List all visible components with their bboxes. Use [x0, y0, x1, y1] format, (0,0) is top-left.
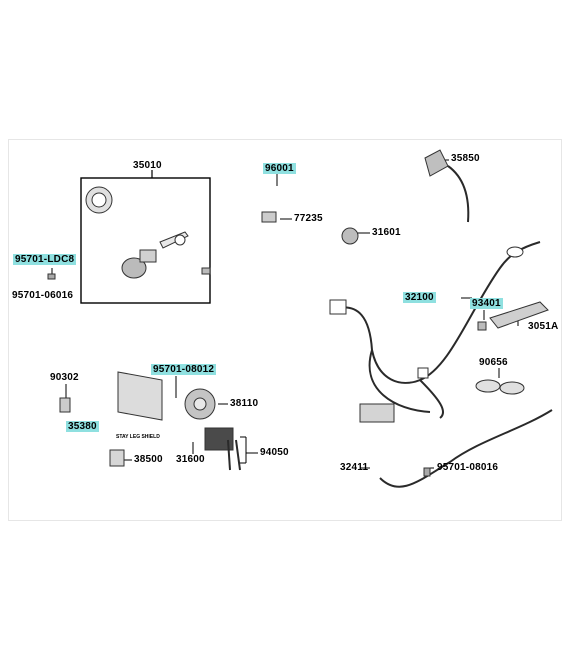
label-35850: 35850: [451, 153, 480, 164]
label-38110: 38110: [230, 398, 259, 409]
label-95701-ldc8-text: 95701-LDC8: [13, 254, 77, 265]
label-32100-text: 32100: [403, 292, 436, 303]
label-31601: 31601: [372, 227, 401, 238]
label-95701-06016: 95701-06016: [12, 290, 74, 301]
regulator-31600: [204, 427, 234, 451]
band-90656-a: [475, 379, 501, 393]
stay-leg-shield-note: STAY LEG SHIELD: [116, 434, 160, 440]
label-95701-ldc8: 95701-LDC8: [13, 254, 77, 266]
label-95701-08012: 95701-08012: [151, 364, 217, 376]
stay-leg-shield: [117, 371, 163, 421]
label-32100: 32100: [403, 292, 436, 304]
label-95701-08012-text: 95701-08012: [151, 364, 217, 375]
label-95701-08016: 95701-08016: [437, 462, 499, 473]
coil-31601: [341, 227, 359, 245]
label-35380-text: 35380: [66, 421, 99, 432]
label-96001: 96001: [263, 163, 296, 175]
label-90302: 90302: [50, 372, 79, 383]
label-31600: 31600: [176, 454, 205, 465]
label-35010: 35010: [133, 160, 162, 171]
label-32411: 32411: [340, 462, 369, 473]
ground-cable-32411: [379, 409, 553, 488]
bracket-3051a: [489, 301, 549, 329]
label-96001-text: 96001: [263, 163, 296, 174]
label-93401-text: 93401: [470, 298, 503, 309]
label-94050: 94050: [260, 447, 289, 458]
label-35380: 35380: [66, 421, 99, 433]
diagram-frame: [8, 139, 562, 521]
ignition-set-box: [80, 177, 211, 304]
label-90656: 90656: [479, 357, 508, 368]
label-93401: 93401: [470, 298, 503, 310]
label-3051a: 3051A: [528, 321, 559, 332]
ignition-switch-body: [121, 257, 147, 279]
handle-switch-35850: [424, 149, 449, 177]
relay-38500: [109, 449, 125, 467]
label-77235: 77235: [294, 213, 323, 224]
label-38500: 38500: [134, 454, 163, 465]
cable-35850: [447, 165, 470, 223]
band-90656-b: [499, 381, 525, 395]
bracket-77235: [261, 211, 277, 223]
